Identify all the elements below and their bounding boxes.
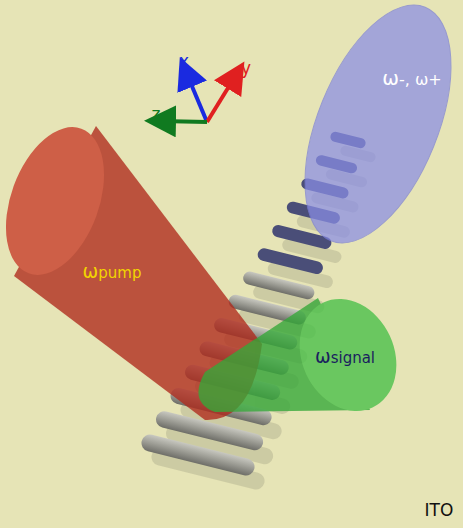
axes	[160, 72, 236, 122]
beam-shape	[296, 0, 463, 252]
probe-ellipse: ω-, ω+	[296, 0, 463, 252]
signal-beam: ωsignal	[190, 280, 405, 420]
beam-label: ωsignal	[315, 346, 375, 367]
nanorod	[256, 247, 324, 275]
beam-label: ωpump	[83, 261, 142, 282]
beam-label: ω-, ω+	[382, 66, 442, 90]
nanorod	[242, 270, 316, 300]
axis-label: x	[179, 51, 189, 71]
substrate-label: ITO	[425, 500, 454, 520]
axis-label: y	[241, 58, 251, 78]
axis-label: z	[152, 104, 161, 124]
nanorod	[140, 433, 257, 478]
